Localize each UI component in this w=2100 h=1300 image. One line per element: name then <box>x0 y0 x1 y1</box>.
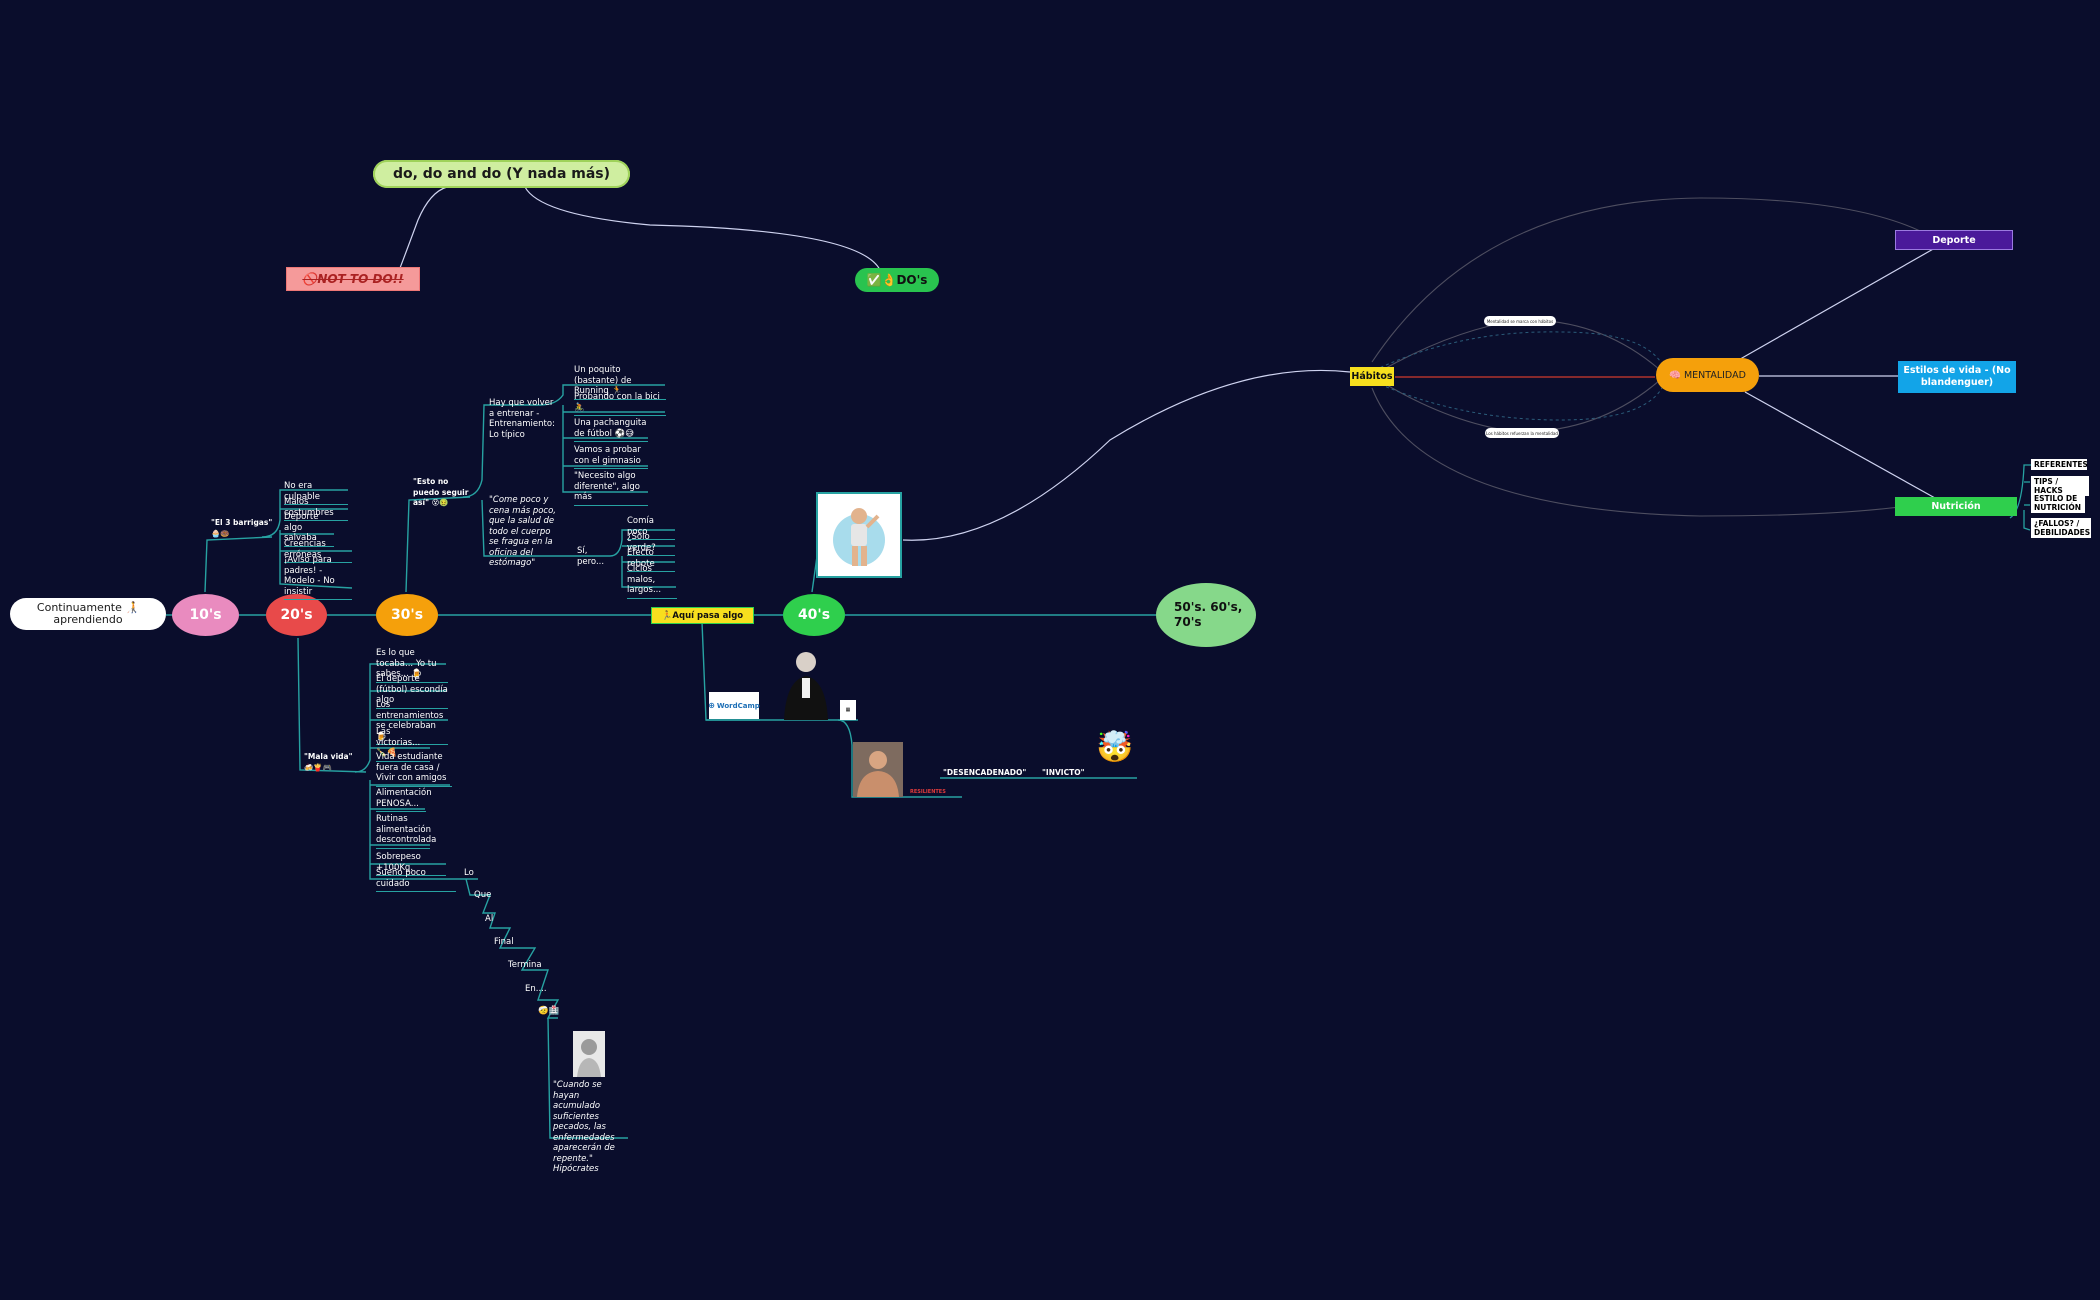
twenty-item[interactable]: Sobrepeso +100Kg. <box>376 852 446 876</box>
habitos-node[interactable]: Hábitos <box>1350 367 1394 386</box>
cartoon-photo[interactable] <box>816 492 902 578</box>
invicto-node[interactable]: "INVICTO" <box>1042 768 1085 777</box>
twenty-item[interactable]: Rutinas alimentación descontrolada <box>376 814 436 849</box>
stair-word[interactable]: 🤕🏥 <box>538 1006 560 1016</box>
si-item[interactable]: Ciclos malos, largos... <box>627 564 677 599</box>
decade-30s[interactable]: 30's <box>376 594 438 636</box>
not-to-do-node[interactable]: 🚫NOT TO DO!! <box>286 267 420 291</box>
ten-item[interactable]: Deporte algo salvaba <box>284 512 334 547</box>
nutricion-item[interactable]: TIPS / HACKS <box>2031 476 2089 496</box>
twenty-item[interactable]: Sueño poco cuidado <box>376 868 456 892</box>
thirty-label[interactable]: "Esto no puedo seguir así" 😵🤢 <box>413 477 469 507</box>
deporte-node[interactable]: Deporte <box>1895 230 2013 250</box>
stair-word[interactable]: Que <box>474 890 492 900</box>
hippocrates-quote[interactable]: "Cuando se hayan acumulado suficientes p… <box>553 1080 615 1174</box>
nutricion-item[interactable]: ¿FALLOS? / DEBILIDADES <box>2031 518 2091 538</box>
qr-code: ▦ <box>840 700 856 720</box>
mentalidad-node[interactable]: 🧠 MENTALIDAD <box>1656 358 1759 392</box>
root-node[interactable]: Continuamente 🧑‍🦯aprendiendo <box>10 598 166 630</box>
ubiq-logo: RESILIENTES <box>910 789 946 795</box>
cartoon-character-icon <box>833 508 885 566</box>
desencadenado-node[interactable]: "DESENCADENADO" <box>943 768 1027 777</box>
ten-item[interactable]: ¡Aviso para padres! - Modelo - No insist… <box>284 555 352 600</box>
speaker-photo <box>778 648 834 720</box>
quote-node[interactable]: "Come poco y cena más poco, que la salud… <box>489 495 556 568</box>
hay-item[interactable]: Vamos a probar con el gimnasio <box>574 445 648 469</box>
hay-node[interactable]: Hay que volver a entrenar - Entrenamient… <box>489 398 555 440</box>
athlete-icon <box>853 742 903 797</box>
nutricion-node[interactable]: Nutrición <box>1895 497 2017 516</box>
wordcamp-logo: ⊕WordCamp <box>708 692 760 719</box>
hippocrates-portrait <box>573 1031 605 1077</box>
title-node[interactable]: do, do and do (Y nada más) <box>373 160 630 188</box>
ten-item[interactable]: Creencias erróneas <box>284 539 352 563</box>
si-item[interactable]: ¿Sólo verde? <box>627 532 675 556</box>
si-pero-node[interactable]: Sí, pero... <box>577 546 605 567</box>
mentalidad-habitos-note[interactable]: Mentalidad se marca con hábitos <box>1484 316 1556 326</box>
stair-word[interactable]: Final <box>494 937 514 947</box>
hay-item[interactable]: Un poquito (bastante) de Running 🏃 <box>574 365 666 400</box>
stair-word[interactable]: Al <box>485 914 494 924</box>
ten-label[interactable]: "El 3 barrigas" 🧁🍩 <box>211 518 273 538</box>
hay-item[interactable]: Una pachanguita de fútbol ⚽😅 <box>574 418 648 442</box>
twenty-label[interactable]: "Mala vida" 🍻🍟🎮 <box>304 752 353 772</box>
estilos-de-vida-node[interactable]: Estilos de vida - (No blandenguer) <box>1898 361 2016 393</box>
wordcamp-text: WordCamp <box>716 701 760 710</box>
ten-item[interactable]: Malos costumbres <box>284 497 348 521</box>
stair-word[interactable]: Lo <box>464 868 474 878</box>
stair-word[interactable]: Termina <box>508 960 542 970</box>
decade-40s[interactable]: 40's <box>783 594 845 636</box>
decade-20s[interactable]: 20's <box>266 594 327 636</box>
person-silhouette-icon <box>784 652 828 720</box>
wordpress-icon: ⊕ <box>708 701 715 710</box>
habitos-mentalidad-note[interactable]: Los hábitos refuerzan la mentalidad <box>1485 428 1559 438</box>
decade-50s[interactable]: 50's. 60's, 70's <box>1156 583 1256 647</box>
si-item[interactable]: Comía poco <box>627 516 675 540</box>
nutricion-item[interactable]: ESTILO DE NUTRICIÓN <box>2031 493 2085 513</box>
portrait-icon <box>577 1039 601 1077</box>
twenty-item[interactable]: Las victorias... 🍾🍕 <box>376 727 430 762</box>
twenty-item[interactable]: El deporte (fútbol) escondía algo <box>376 674 448 709</box>
mind-blown-emoji: 🤯 <box>1096 730 1134 765</box>
twenty-item[interactable]: Vida estudiante fuera de casa / Vivir co… <box>376 752 452 787</box>
hay-item[interactable]: "Necesito algo diferente", algo más <box>574 471 648 506</box>
dos-node[interactable]: ✅👌DO's <box>855 268 939 292</box>
ten-item[interactable]: No era culpable <box>284 481 348 505</box>
hay-item[interactable]: Probando con la bici 🚴 <box>574 392 666 416</box>
twenty-item[interactable]: Alimentación PENOSA... <box>376 788 432 812</box>
decade-10s[interactable]: 10's <box>172 594 239 636</box>
twenty-item[interactable]: Es lo que tocaba... Yo tu sabes... 🍺 <box>376 648 448 683</box>
athlete-photo <box>853 742 903 797</box>
nutricion-item[interactable]: REFERENTES <box>2031 459 2088 470</box>
stair-word[interactable]: En.... <box>525 984 547 994</box>
twenty-item[interactable]: Los entrenamientos se celebraban 🍺 <box>376 700 448 745</box>
si-item[interactable]: Efecto rebote <box>627 548 675 572</box>
aqui-pasa-algo-node[interactable]: 🏃Aquí pasa algo <box>651 607 754 624</box>
